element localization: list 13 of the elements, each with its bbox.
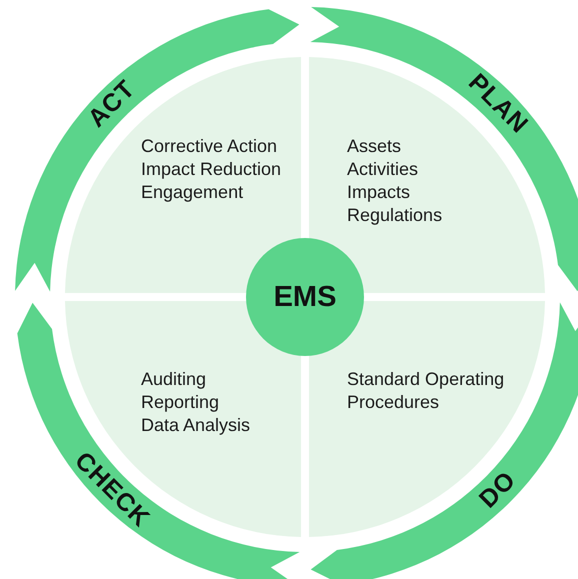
list-item: Regulations: [347, 204, 442, 227]
center-label: EMS: [274, 280, 336, 314]
list-item: Impacts: [347, 181, 410, 204]
list-item: Activities: [347, 158, 418, 181]
list-item: Auditing: [141, 368, 206, 391]
list-item: Reporting: [141, 391, 220, 414]
phase-label: DO: [473, 465, 522, 514]
list-item: Corrective Action: [141, 135, 278, 158]
list-item: Assets: [347, 135, 402, 158]
list-item: Data Analysis: [141, 414, 250, 437]
list-item: Impact Reduction: [141, 158, 282, 181]
list-item: Standard Operating Procedures: [347, 368, 506, 414]
list-item: Engagement: [141, 181, 244, 204]
